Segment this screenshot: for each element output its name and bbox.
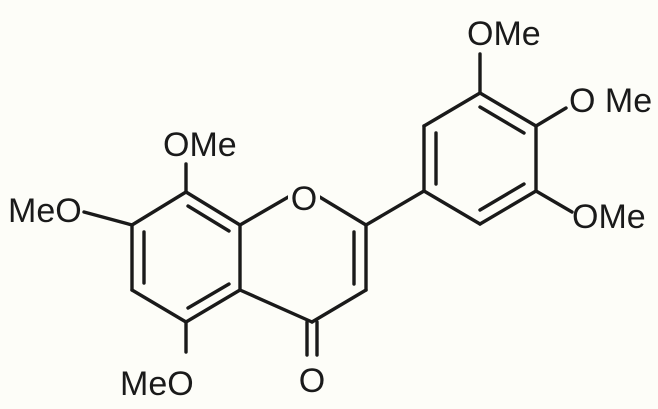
bond-c4-c4a [238, 288, 314, 324]
c-ring [238, 194, 368, 357]
c4p-methoxy-label: O Me [569, 82, 652, 120]
substituent-bonds [82, 52, 574, 354]
bond-c4a-c5 [184, 288, 242, 324]
b-ring [364, 91, 538, 227]
double-bond-c5p-c6p-inner [478, 182, 526, 212]
ring-oxygen-label: O [291, 180, 317, 218]
bond-c5-c6 [130, 288, 188, 324]
carbonyl-oxygen-label: O [299, 362, 325, 400]
double-bond-c3p-c4p-inner [478, 105, 526, 135]
c7-methoxy-label: MeO [8, 192, 82, 230]
double-bond-c8-c8a-inner [186, 204, 231, 233]
bond-c2-c1p [364, 189, 426, 227]
c3p-methoxy-label: OMe [467, 15, 541, 53]
bond-c7-c8 [130, 190, 188, 227]
bond-o1-c2 [316, 194, 368, 227]
double-bond-c4a-c5-inner [186, 282, 231, 310]
a-ring [130, 190, 242, 324]
bond-c6p-c1p [422, 189, 482, 226]
c8-methoxy-label: OMe [163, 126, 237, 164]
bond-c8-c8a [184, 190, 242, 227]
bond-c5p-ome [534, 189, 574, 214]
bond-c2p-c3p [422, 91, 482, 128]
bond-c3p-c4p [478, 91, 538, 128]
bond-c3-c4 [310, 288, 368, 324]
atom-labels: O O OMe MeO MeO OMe O Me OMe [8, 15, 652, 403]
c5-methoxy-label: MeO [120, 365, 194, 403]
bond-c4p-ome [534, 106, 568, 128]
c5p-methoxy-label: OMe [572, 198, 646, 236]
bond-c7-ome [82, 210, 134, 227]
bond-c5p-c6p [478, 189, 538, 226]
bond-c8a-o1 [238, 194, 292, 227]
